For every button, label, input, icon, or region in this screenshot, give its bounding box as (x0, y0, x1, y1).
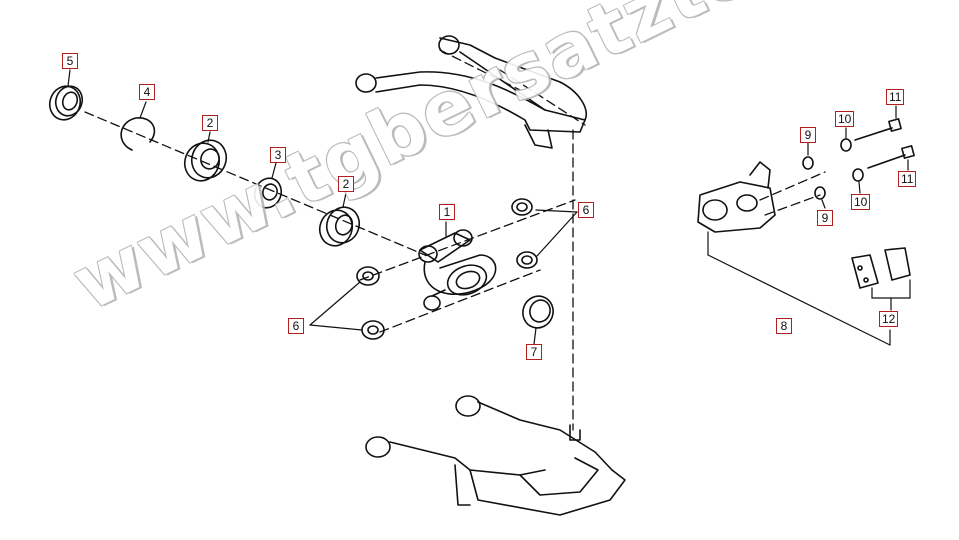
part-2-bearing-lower (318, 206, 361, 247)
callout-2-lower[interactable]: 2 (338, 176, 354, 192)
part-3-seal (253, 177, 283, 209)
callout-2-upper[interactable]: 2 (202, 115, 218, 131)
part-1-knuckle (418, 229, 497, 311)
upper-a-arm (355, 35, 587, 149)
washers-and-bolts (802, 118, 915, 200)
brake-caliper (697, 161, 776, 233)
part-4-circlip (120, 117, 156, 151)
part-6-bushings (356, 198, 538, 340)
callout-12[interactable]: 12 (879, 311, 899, 327)
leader-lines (67, 69, 911, 346)
callout-11-upper[interactable]: 11 (886, 89, 905, 105)
callout-8[interactable]: 8 (776, 318, 792, 334)
callout-10-lower[interactable]: 10 (851, 194, 871, 210)
brake-pads (851, 247, 911, 289)
callout-5[interactable]: 5 (62, 53, 78, 69)
callout-7[interactable]: 7 (526, 344, 542, 360)
part-2-bearing-upper (183, 139, 228, 182)
part-7-seal-ring (522, 295, 554, 329)
callout-6-right[interactable]: 6 (578, 202, 594, 218)
callout-11-lower[interactable]: 11 (898, 171, 917, 187)
callout-9-lower[interactable]: 9 (817, 210, 833, 226)
callout-6-left[interactable]: 6 (288, 318, 304, 334)
callout-10-upper[interactable]: 10 (835, 111, 855, 127)
callout-3[interactable]: 3 (270, 147, 286, 163)
callout-9-upper[interactable]: 9 (800, 127, 816, 143)
assembly-axis-lines (84, 49, 826, 431)
callout-1[interactable]: 1 (439, 204, 455, 220)
part-5-oil-seal (48, 85, 84, 121)
callout-4[interactable]: 4 (139, 84, 155, 100)
lower-a-arm (365, 395, 626, 516)
